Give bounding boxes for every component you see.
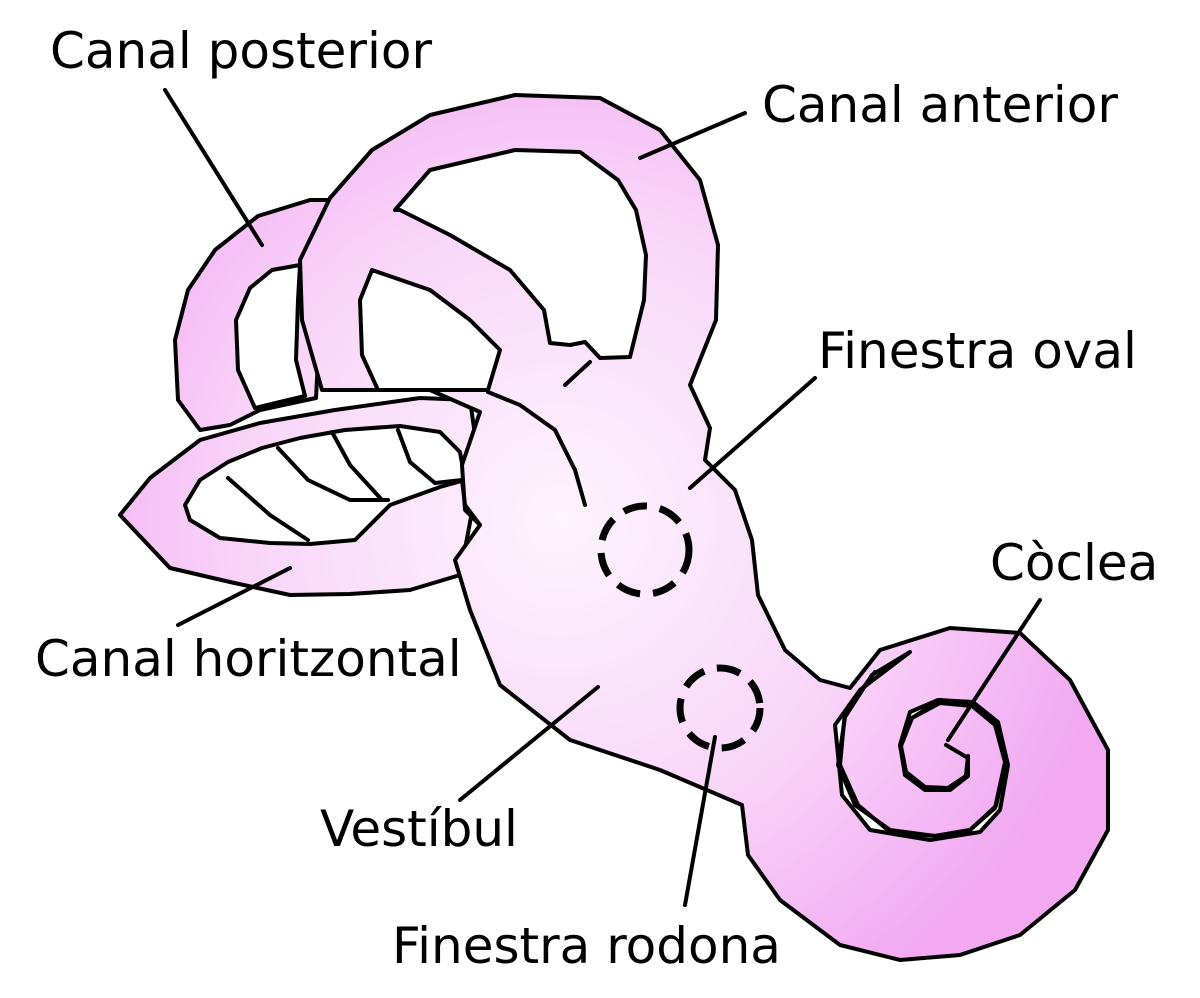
label-vestibul: Vestíbul <box>320 800 518 858</box>
label-finestra-rodona: Finestra rodona <box>392 917 781 975</box>
label-coclea: Còclea <box>990 534 1158 592</box>
leader-finestra-oval <box>688 376 817 490</box>
leader-vestibul <box>458 685 600 802</box>
leader-canal-horitzontal <box>176 566 292 627</box>
leader-canal-anterior <box>638 111 747 160</box>
finestra-rodona-window <box>676 664 764 752</box>
label-canal-anterior: Canal anterior <box>762 76 1118 134</box>
coclea-spiral <box>837 670 1009 839</box>
label-canal-posterior: Canal posterior <box>50 22 432 80</box>
leader-coclea <box>946 598 1042 742</box>
leader-canal-posterior <box>163 88 264 247</box>
finestra-oval-window <box>597 502 693 598</box>
label-canal-horitzontal: Canal horitzontal <box>35 630 462 688</box>
label-finestra-oval: Finestra oval <box>818 322 1137 380</box>
canal-horitzontal-shape <box>118 396 482 597</box>
inner-detail-lines <box>226 360 592 542</box>
leader-finestra-rodona <box>683 735 717 907</box>
